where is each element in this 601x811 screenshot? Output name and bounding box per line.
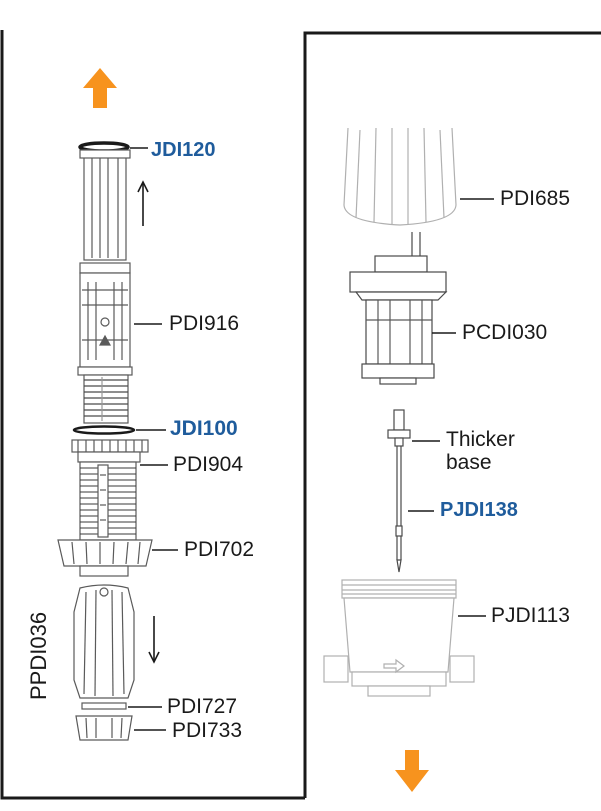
label-pdi916: PDI916	[169, 312, 240, 335]
label-ppdi036: PPDI036	[26, 611, 51, 700]
label-thicker-base: Thicker base	[446, 428, 515, 474]
direction-down-arrow-icon	[148, 616, 160, 664]
part-pdi702	[57, 539, 153, 577]
up-arrow-icon	[83, 68, 117, 108]
label-thicker-base-line1: Thicker	[446, 428, 515, 451]
label-jdi100: JDI100	[170, 417, 238, 440]
direction-up-arrow-icon	[137, 180, 149, 226]
part-pjdi113	[323, 579, 475, 697]
label-jdi120: JDI120	[151, 139, 216, 161]
part-piston-rod	[79, 149, 131, 261]
label-pdi727: PDI727	[167, 695, 238, 718]
part-pdi916	[77, 262, 133, 424]
label-pjdi113: PJDI113	[491, 604, 570, 627]
label-pjdi138: PJDI138	[440, 499, 518, 521]
part-pcdi030	[349, 232, 448, 385]
part-pdi685	[343, 127, 457, 226]
part-pdi904	[71, 439, 149, 541]
part-pjdi138	[387, 409, 411, 573]
part-lower-body	[73, 584, 135, 699]
right-assembly	[323, 127, 475, 697]
label-pcdi030: PCDI030	[462, 321, 548, 344]
label-pdi733: PDI733	[172, 719, 243, 742]
part-jdi100	[72, 425, 136, 435]
part-pdi733	[75, 715, 133, 741]
label-pdi685: PDI685	[500, 187, 571, 210]
frame	[0, 30, 601, 800]
left-assembly	[57, 141, 153, 741]
label-thicker-base-line2: base	[446, 451, 492, 474]
down-arrow-icon	[395, 750, 429, 792]
part-pdi727	[81, 702, 127, 710]
label-pdi904: PDI904	[173, 453, 244, 476]
label-pdi702: PDI702	[184, 538, 255, 561]
leader-lines	[128, 147, 494, 731]
